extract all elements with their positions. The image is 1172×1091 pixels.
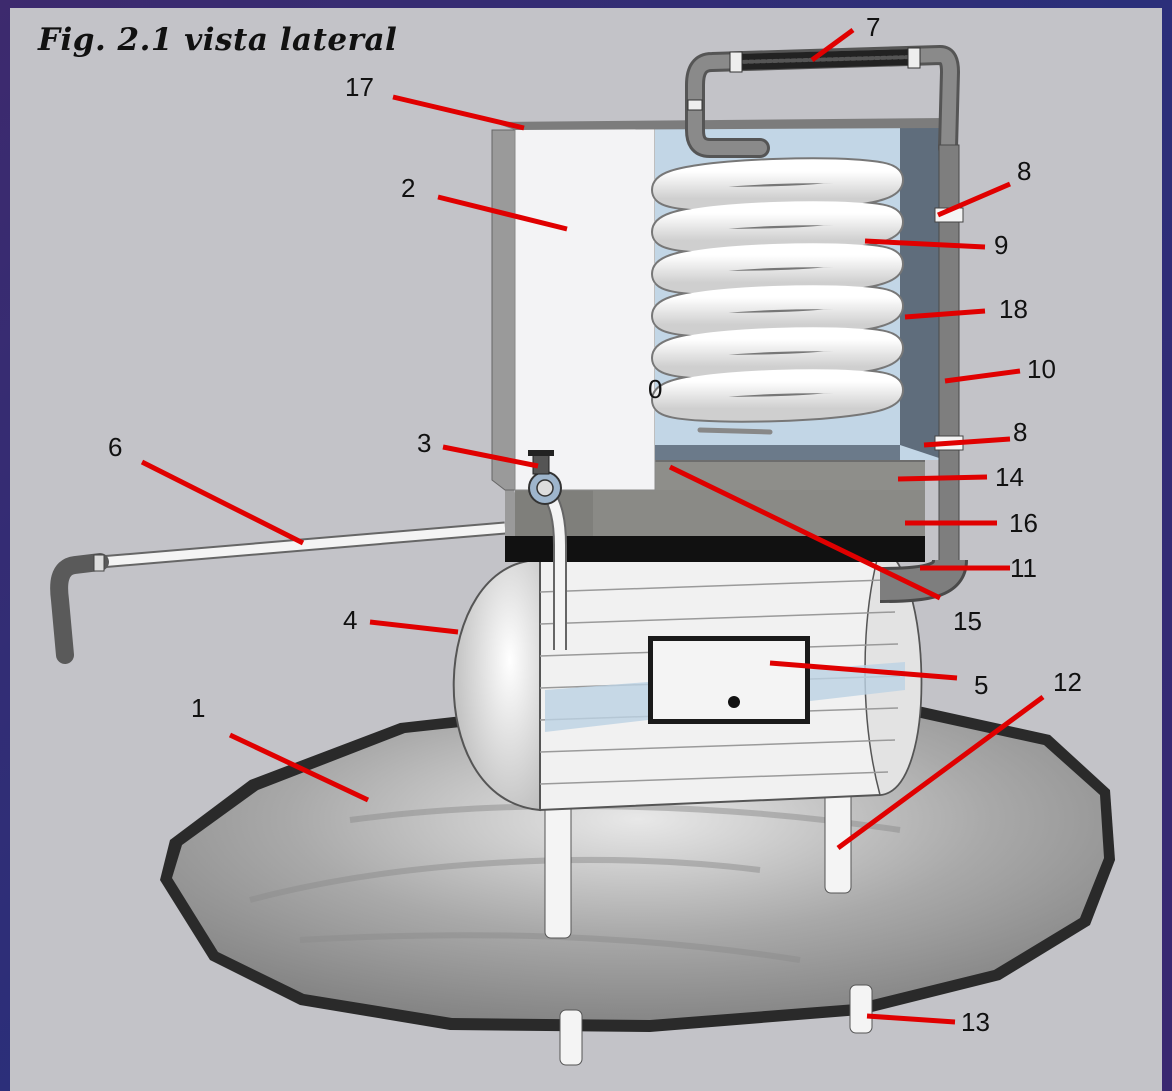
top-pipe xyxy=(685,44,961,158)
leader-17 xyxy=(392,94,525,131)
leader-lines xyxy=(140,27,1045,1025)
leader-6 xyxy=(140,459,305,546)
label-9: 9 xyxy=(994,230,1008,260)
label-13: 13 xyxy=(961,1007,990,1037)
leader-5 xyxy=(769,660,958,681)
label-6: 6 xyxy=(108,432,122,462)
gauge-dot xyxy=(728,696,740,708)
leader-4 xyxy=(369,619,459,635)
leader-15 xyxy=(668,464,942,601)
label-15: 15 xyxy=(953,606,982,636)
label-4: 4 xyxy=(343,605,357,635)
leader-12 xyxy=(836,694,1045,851)
leader-2 xyxy=(437,194,568,232)
label-3: 3 xyxy=(417,428,431,458)
label-8-upper: 8 xyxy=(1017,156,1031,186)
support-legs xyxy=(544,787,873,1066)
valve xyxy=(528,450,567,650)
label-10: 10 xyxy=(1027,354,1056,384)
horizontal-tank xyxy=(452,546,923,812)
leader-7 xyxy=(810,27,855,63)
figure-title: Fig. 2.1 vista lateral xyxy=(38,22,398,58)
label-14: 14 xyxy=(995,462,1024,492)
callout-labels: 1 2 3 4 5 6 7 8 8 9 10 11 12 13 14 15 16… xyxy=(108,12,1082,1037)
label-7: 7 xyxy=(866,12,880,42)
leader-10 xyxy=(944,368,1021,384)
leader-14 xyxy=(897,474,988,482)
leader-9 xyxy=(864,238,986,250)
leader-8a xyxy=(937,181,1011,218)
dial-mark: 0 xyxy=(648,374,662,404)
label-8-lower: 8 xyxy=(1013,417,1027,447)
label-16: 16 xyxy=(1009,508,1038,538)
leader-8b xyxy=(923,436,1011,448)
leader-18 xyxy=(904,308,986,320)
leader-13 xyxy=(866,1013,956,1025)
label-18: 18 xyxy=(999,294,1028,324)
label-11: 11 xyxy=(1010,553,1037,583)
label-12: 12 xyxy=(1053,667,1082,697)
leader-1 xyxy=(228,732,370,803)
label-1: 1 xyxy=(191,693,205,723)
heat-coil xyxy=(651,157,905,435)
label-17: 17 xyxy=(345,72,374,102)
side-pipe xyxy=(50,521,506,664)
leader-3 xyxy=(442,444,539,469)
label-5: 5 xyxy=(974,670,988,700)
label-2: 2 xyxy=(401,173,415,203)
